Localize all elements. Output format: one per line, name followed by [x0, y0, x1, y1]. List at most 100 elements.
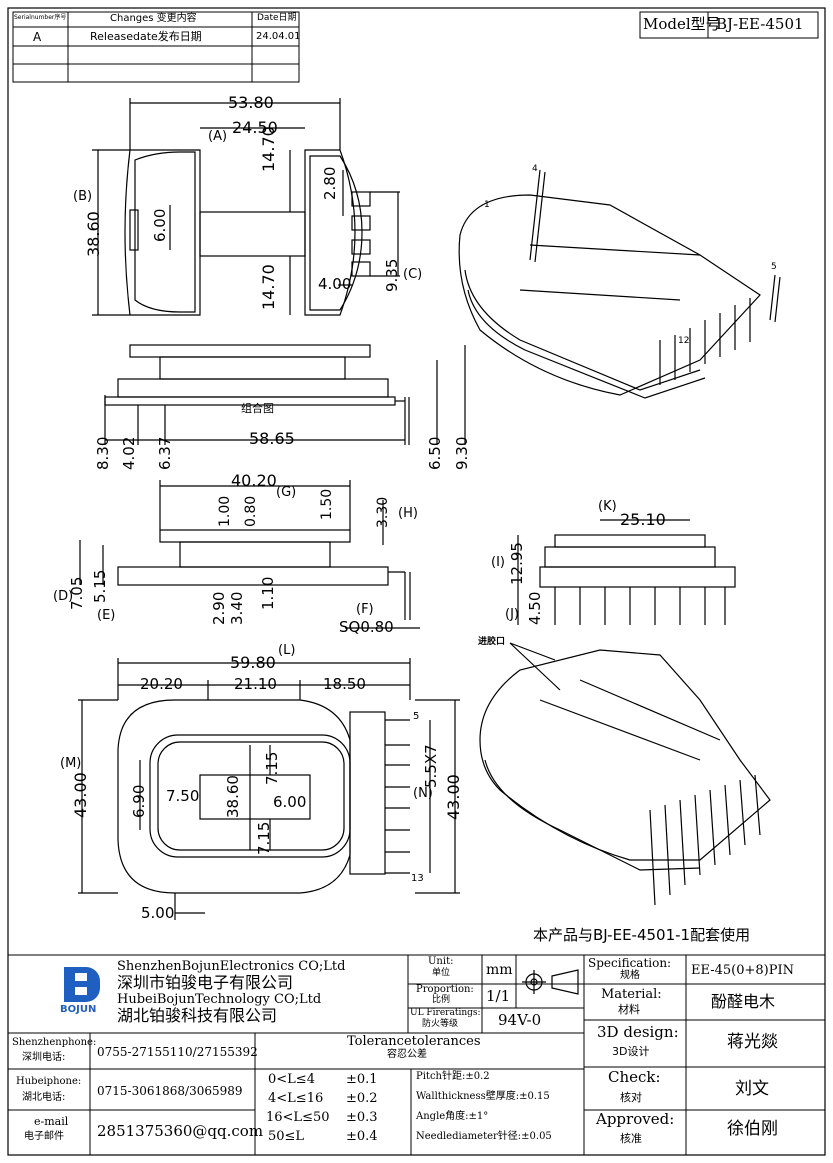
dim-top-9-35: 9.35	[383, 258, 401, 292]
spec-label-cn: 规格	[620, 970, 640, 981]
rev-row-serial: A	[33, 30, 42, 44]
shenzhen-label-cn: 深圳电话:	[22, 1052, 66, 1063]
dim-top-4-00: 4.00	[318, 275, 352, 293]
logo-b-shape	[64, 967, 100, 1002]
side-view-caption: 组合图	[241, 402, 274, 415]
tolerance-range-4: 50≤L	[268, 1129, 305, 1144]
email-label-cn: 电子邮件	[24, 1131, 64, 1142]
iso-pin-5-label: 5	[771, 262, 777, 272]
label-n: (N)	[413, 786, 433, 801]
approved-label-cn: 核准	[620, 1132, 642, 1145]
tolerance-range-1: 0<L≤4	[268, 1072, 315, 1087]
shenzhen-value: 0755-27155110/27155392	[97, 1045, 258, 1059]
company-name-cn-1: 深圳市铂骏电子有限公司	[117, 973, 294, 992]
unit-label-cn: 单位	[432, 968, 451, 978]
bot-pin-13-label: 13	[411, 873, 424, 884]
dim-bot-43-00-left: 43.00	[71, 772, 90, 818]
label-b: (B)	[73, 189, 93, 204]
end-view	[517, 519, 736, 625]
label-h: (H)	[398, 506, 418, 521]
dim-bot-59-80: 59.80	[230, 653, 276, 672]
dim-sec-1-10: 1.10	[259, 576, 277, 610]
dim-bot-7-50: 7.50	[166, 787, 200, 805]
label-e: (E)	[97, 608, 116, 623]
check-label: Check:	[608, 1068, 661, 1086]
dim-end-25-10: 25.10	[620, 510, 666, 529]
dim-sec-40-20: 40.20	[231, 471, 277, 490]
rev-row-change: Releasedate发布日期	[90, 30, 202, 43]
dim-end-4-50: 4.50	[526, 591, 544, 625]
company-logo: BOJUN	[60, 967, 104, 1019]
dim-top-14-70-lower: 14.70	[259, 264, 278, 310]
material-label-cn: 材料	[618, 1003, 640, 1016]
dim-bot-43-00-right: 43.00	[444, 774, 463, 820]
unit-label: Unit:	[428, 956, 454, 967]
bottom-view	[78, 658, 460, 920]
dim-side-6-50: 6.50	[426, 436, 444, 470]
email-value: 2851375360@qq.com	[97, 1122, 264, 1140]
revision-table-lines	[12, 11, 819, 83]
iso-pin-12-label: 12	[678, 336, 690, 346]
approved-label: Approved:	[596, 1110, 675, 1128]
dim-sec-0-80: 0.80	[243, 495, 259, 527]
rev-row-date: 24.04.01	[256, 31, 301, 42]
proportion-label-cn: 比例	[432, 995, 451, 1005]
dim-side-6-37: 6.37	[156, 436, 174, 470]
dim-top-6-00: 6.00	[151, 208, 169, 242]
iso-pin-4-label: 4	[532, 164, 538, 174]
dim-bot-pitch: 5.5X7	[422, 744, 440, 788]
design-label: 3D design:	[597, 1023, 679, 1041]
iso-note-inlet: 进胶口	[478, 637, 506, 647]
dim-bot-7-15-lower: 7.15	[255, 821, 273, 855]
dim-sec-1-00: 1.00	[217, 495, 233, 527]
dim-sec-5-15: 5.15	[91, 569, 109, 603]
check-label-cn: 核对	[620, 1091, 642, 1104]
spec-value: EE-45(0+8)PIN	[691, 963, 794, 978]
bot-pin-5-label: 5	[413, 711, 420, 722]
label-j: (J)	[505, 607, 519, 622]
dim-top-height: 38.60	[84, 211, 103, 257]
check-value: 刘文	[735, 1079, 769, 1099]
usage-note: 本产品与BJ-EE-4501-1配套使用	[533, 926, 751, 944]
dim-top-14-70-upper: 14.70	[259, 126, 278, 172]
tolerance-value-2: ±0.2	[346, 1091, 378, 1106]
iso-view-top	[458, 169, 781, 399]
model-value: BJ-EE-4501	[716, 15, 804, 33]
company-name-en-2: HubeiBojunTechnology CO;Ltd	[117, 992, 322, 1007]
hubei-value: 0715-3061868/3065989	[97, 1084, 243, 1098]
label-f: (F)	[356, 602, 374, 617]
dim-side-8-30: 8.30	[94, 436, 112, 470]
design-label-cn: 3D设计	[612, 1045, 650, 1058]
iso-pin-1-label: 1	[484, 200, 490, 210]
dim-bot-7-15-upper: 7.15	[263, 751, 281, 785]
dim-bot-20-20: 20.20	[140, 675, 183, 693]
projection-symbol	[522, 969, 579, 995]
section-view	[79, 480, 420, 629]
tolerance-value-1: ±0.1	[346, 1072, 378, 1087]
approved-value: 徐伯刚	[727, 1119, 778, 1139]
tolerance-title: Tolerancetolerances	[347, 1034, 481, 1049]
dim-sec-1-50: 1.50	[319, 488, 335, 520]
rev-header-changes: Changes 变更内容	[110, 13, 197, 24]
fire-value: 94V-0	[498, 1011, 542, 1029]
side-view	[104, 344, 466, 445]
hubei-label: Hubeiphone:	[16, 1076, 82, 1087]
dim-sec-3-30: 3.30	[375, 496, 391, 528]
tolerance-note-4: Needlediameter针径:±0.05	[416, 1131, 552, 1142]
tolerance-range-3: 16<L≤50	[266, 1110, 330, 1125]
label-a: (A)	[208, 129, 228, 144]
label-l: (L)	[278, 643, 296, 658]
dim-top-width: 53.80	[228, 93, 274, 112]
dim-top-center-width: 24.50	[232, 118, 278, 137]
material-label: Material:	[601, 987, 662, 1002]
top-view	[92, 98, 400, 316]
dim-sec-3-40: 3.40	[228, 591, 246, 625]
iso-view-bottom	[479, 642, 771, 906]
shenzhen-label: Shenzhenphone:	[12, 1037, 97, 1048]
unit-value: mm	[486, 962, 513, 978]
dim-side-4-02: 4.02	[120, 436, 138, 470]
fire-label-cn: 防火等级	[422, 1019, 459, 1029]
label-c: (C)	[403, 267, 423, 282]
model-label: Model型号	[643, 15, 721, 33]
